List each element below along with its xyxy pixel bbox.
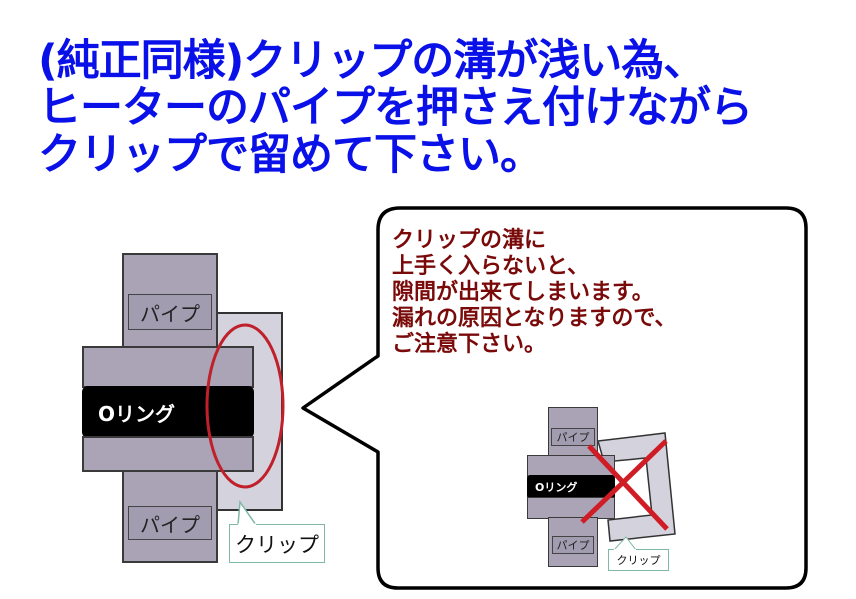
callout-line-4: 漏れの原因となりますので、 (392, 306, 677, 331)
cross-mark-icon (580, 439, 669, 531)
oring: Oリング (82, 386, 254, 438)
title-line-3: クリップで留めて下さい。 (38, 130, 543, 180)
upper-flange (82, 346, 254, 388)
callout-text: クリップの溝に 上手く入らないと、 隙間が出来てしまいます。 漏れの原因となりま… (392, 228, 676, 358)
lower-pipe-label: パイプ (128, 506, 212, 540)
callout-line-3: 隙間が出来てしまいます。 (392, 280, 654, 305)
oring-label: Oリング (98, 401, 176, 426)
callout-line-2: 上手く入らないと、 (392, 254, 590, 279)
small-oring-label: Oリング (535, 481, 578, 494)
small-upper-pipe-label: パイプ (551, 428, 595, 446)
title-line-2: ヒーターのパイプを押さえ付けながら (38, 83, 753, 133)
small-oring: Oリング (527, 475, 615, 499)
page-title: (純正同様)クリップの溝が浅い為、 ヒーターのパイプを押さえ付けながら クリップ… (38, 38, 838, 179)
small-lower-pipe-label: パイプ (552, 536, 594, 554)
lower-flange (82, 436, 254, 472)
highlight-ellipse (205, 323, 285, 489)
upper-pipe-label: パイプ (128, 294, 212, 330)
clip-label: クリップ (229, 524, 325, 563)
small-clip-label: クリップ (608, 549, 669, 571)
callout-line-5: ご注意下さい。 (392, 332, 547, 357)
callout-line-1: クリップの溝に (392, 228, 547, 253)
title-line-1: (純正同様)クリップの溝が浅い為、 (38, 36, 706, 86)
